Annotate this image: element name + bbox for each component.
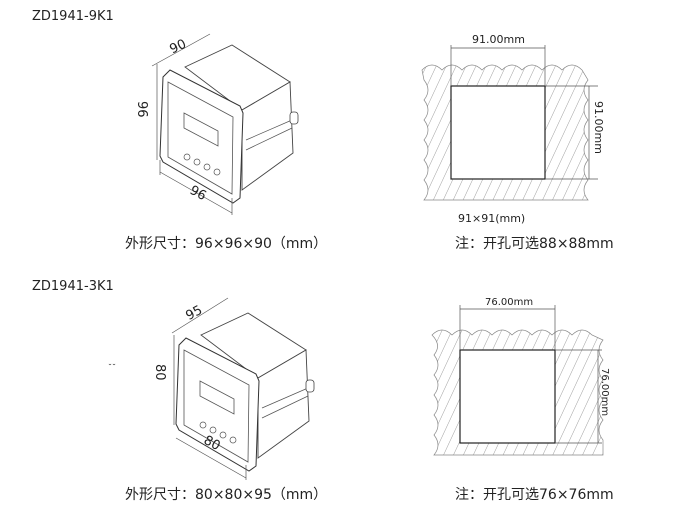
height-dimension: 96	[134, 101, 149, 118]
model-name: ZD1941-3K1	[32, 279, 114, 294]
cutout-note: 注：开孔可选88×88mm	[455, 236, 614, 252]
height-dimension: 80	[152, 364, 167, 381]
cutout-height-label: 91.00mm	[592, 101, 605, 154]
width-dimension: 96	[187, 183, 209, 204]
outline-caption: 外形尺寸：96×96×90（mm）	[125, 236, 327, 252]
width-dimension: 80	[201, 433, 223, 454]
outline-caption: 外形尺寸：80×80×95（mm）	[125, 487, 327, 503]
cutout-height-label: 76.00mm	[599, 368, 610, 416]
model-2: ZD1941-3K1 ˘˘ 95 80 80 76.00mm 76.00mm 外…	[32, 279, 614, 503]
cutout-width-label: 91.00mm	[472, 33, 525, 46]
panel-cutout-drawing: 91.00mm 91.00mm 91×91(mm)	[421, 33, 605, 225]
device-outline-drawing: 90 96 96	[134, 33, 299, 215]
model-name: ZD1941-9K1	[32, 9, 114, 24]
cutout-width-label: 76.00mm	[485, 297, 533, 308]
depth-dimension: 95	[183, 303, 205, 324]
panel-cutout-drawing: 76.00mm 76.00mm	[431, 297, 610, 456]
device-outline-drawing: 95 80 80	[152, 297, 315, 480]
model-1: ZD1941-9K1 90 96 96 91.00mm 91.00mm 91×9…	[32, 9, 614, 252]
cutout-size-label: 91×91(mm)	[458, 212, 525, 225]
depth-dimension: 90	[168, 37, 189, 58]
cutout-note: 注：开孔可选76×76mm	[455, 487, 614, 503]
stray-mark: ˘˘	[108, 362, 116, 372]
